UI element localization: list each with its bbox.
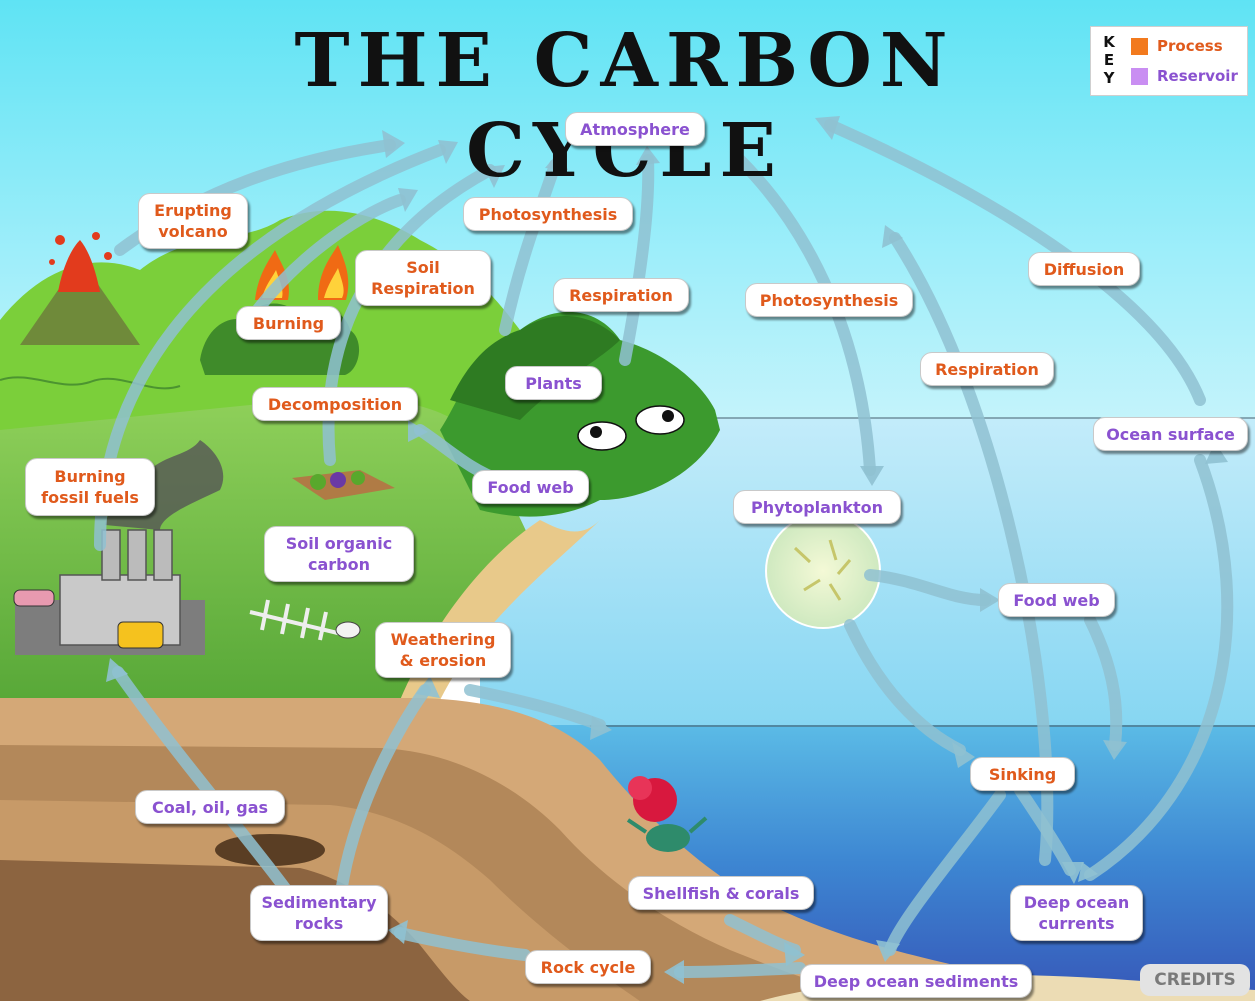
label-sinking: Sinking [970, 757, 1075, 791]
phytoplankton-circle [765, 513, 881, 629]
label-diffusion: Diffusion [1028, 252, 1140, 286]
credits-button[interactable]: CREDITS [1140, 964, 1250, 996]
label-respiration-land: Respiration [553, 278, 689, 312]
label-shellfish-corals: Shellfish & corals [628, 876, 814, 910]
reservoir-key-label: Reservoir [1157, 67, 1238, 85]
label-food-web-ocean: Food web [998, 583, 1115, 617]
label-coal-oil-gas: Coal, oil, gas [135, 790, 285, 824]
process-swatch [1131, 38, 1148, 55]
volcano [20, 280, 140, 345]
label-soil-respiration: Soil Respiration [355, 250, 491, 306]
label-photosynthesis-land: Photosynthesis [463, 197, 633, 231]
crab [646, 824, 690, 852]
reservoir-swatch [1131, 68, 1148, 85]
label-deep-ocean-currents: Deep ocean currents [1010, 885, 1143, 941]
label-weathering-erosion: Weathering & erosion [375, 622, 511, 678]
label-ocean-surface: Ocean surface [1093, 417, 1248, 451]
key-letters: K E Y [1103, 33, 1115, 87]
label-respiration-ocean: Respiration [920, 352, 1054, 386]
label-soil-organic-carbon: Soil organic carbon [264, 526, 414, 582]
legend-key: K E Y Process Reservoir [1090, 26, 1248, 96]
label-food-web-land: Food web [472, 470, 589, 504]
label-deep-ocean-sediments: Deep ocean sediments [800, 964, 1032, 998]
label-atmosphere: Atmosphere [565, 112, 705, 146]
label-burning-fossil-fuels: Burning fossil fuels [25, 458, 155, 516]
flow-arrows [94, 119, 1234, 978]
label-erupting-volcano: Erupting volcano [138, 193, 248, 249]
arrow-heads [106, 116, 1228, 984]
process-key-label: Process [1157, 37, 1223, 55]
label-photosynthesis-ocean: Photosynthesis [745, 283, 913, 317]
label-decomposition: Decomposition [252, 387, 418, 421]
label-burning: Burning [236, 306, 341, 340]
label-plants: Plants [505, 366, 602, 400]
page-title: THE CARBON CYCLE [294, 18, 956, 194]
label-phytoplankton: Phytoplankton [733, 490, 901, 524]
label-rock-cycle: Rock cycle [525, 950, 651, 984]
label-sedimentary-rocks: Sedimentary rocks [250, 885, 388, 941]
